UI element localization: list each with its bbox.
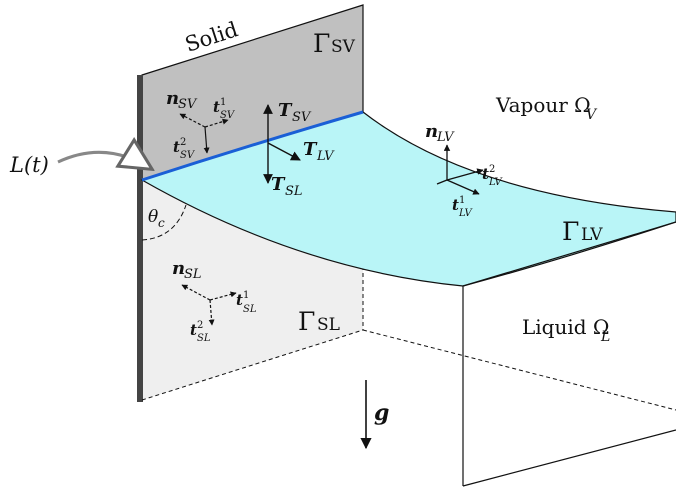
vapour-text: Vapour Ω bbox=[495, 93, 591, 117]
t1-sv-arrow bbox=[204, 118, 229, 128]
gamma-lv-symbol: Γ bbox=[562, 217, 579, 246]
n-lv-subscript: LV bbox=[436, 130, 455, 145]
t1-lv-subscript: LV bbox=[458, 208, 473, 219]
t-lv-symbol: T bbox=[303, 139, 318, 160]
vapour-subscript: V bbox=[586, 107, 598, 123]
t1-lv-superscript: 1 bbox=[459, 195, 465, 206]
theta-symbol: θ bbox=[148, 207, 158, 227]
t2-sv-arrow bbox=[203, 126, 210, 154]
n-sv-symbol: n bbox=[166, 88, 179, 109]
contact-line-label: L(t) bbox=[9, 153, 49, 177]
liquid-label: Liquid Ω L bbox=[522, 315, 610, 345]
liquid-subscript: L bbox=[600, 329, 610, 345]
t2-lv-symbol: t bbox=[482, 165, 489, 183]
t1-sl-symbol: t bbox=[236, 291, 243, 309]
n-sl-subscript: SL bbox=[184, 267, 202, 282]
theta-subscript: c bbox=[158, 216, 165, 230]
t-lv-subscript: LV bbox=[316, 149, 335, 164]
gamma-sv-subscript: SV bbox=[331, 37, 356, 57]
gamma-sv-label: Γ SV bbox=[313, 29, 356, 58]
gamma-sl-label: Γ SL bbox=[298, 307, 340, 336]
t2-sv-symbol: t bbox=[173, 138, 180, 156]
t1-sv-symbol: t bbox=[213, 98, 220, 116]
gravity-vector: g bbox=[360, 380, 389, 450]
sv-frame: n SV t 1 SV t 2 SV bbox=[166, 88, 236, 161]
solid-wall-edge bbox=[137, 75, 143, 402]
n-sl-symbol: n bbox=[172, 258, 185, 279]
contact-line-forces: T SV T LV T SL bbox=[263, 100, 335, 199]
lv-frame: n LV t 2 LV t 1 LV bbox=[425, 121, 503, 219]
contact-angle-label: θ c bbox=[148, 207, 165, 230]
gamma-sv-symbol: Γ bbox=[313, 29, 330, 58]
gravity-symbol: g bbox=[374, 400, 389, 426]
t2-sl-symbol: t bbox=[190, 321, 197, 339]
t2-sv-superscript: 2 bbox=[180, 137, 186, 148]
t1-sv-subscript: SV bbox=[220, 110, 236, 121]
t2-sl-subscript: SL bbox=[197, 333, 211, 344]
t2-lv-superscript: 2 bbox=[489, 164, 495, 175]
curved-arrow-icon bbox=[57, 152, 150, 168]
gamma-sl-subscript: SL bbox=[317, 315, 340, 335]
gamma-lv-subscript: LV bbox=[581, 225, 603, 245]
hidden-edge-left bbox=[141, 329, 364, 401]
box-front-top bbox=[462, 221, 676, 287]
t2-sl-arrow bbox=[208, 299, 215, 326]
t-sv-subscript: SV bbox=[292, 110, 312, 125]
vapour-label: Vapour Ω V bbox=[495, 93, 598, 123]
t-sv-symbol: T bbox=[278, 100, 293, 121]
t1-sl-subscript: SL bbox=[243, 304, 257, 315]
t1-lv-symbol: t bbox=[452, 196, 459, 214]
t2-lv-subscript: LV bbox=[488, 177, 503, 188]
n-sv-subscript: SV bbox=[178, 97, 198, 112]
liquid-text: Liquid Ω bbox=[522, 315, 610, 339]
t-sl-subscript: SL bbox=[285, 184, 303, 199]
n-sl-arrow bbox=[181, 284, 211, 301]
hidden-edge-right bbox=[362, 329, 676, 411]
t2-lv-arrow bbox=[446, 168, 484, 181]
n-lv-symbol: n bbox=[425, 121, 438, 142]
t1-lv-arrow bbox=[446, 179, 480, 195]
t1-sv-superscript: 1 bbox=[220, 97, 226, 108]
t2-sl-superscript: 2 bbox=[197, 320, 203, 331]
contact-line bbox=[141, 110, 364, 182]
gamma-sl-symbol: Γ bbox=[298, 307, 315, 336]
t1-sl-superscript: 1 bbox=[243, 290, 249, 301]
lv-frame-tail bbox=[436, 179, 448, 185]
box-front-bottom bbox=[462, 429, 676, 487]
gamma-lv-label: Γ LV bbox=[562, 217, 603, 246]
t2-sv-subscript: SV bbox=[180, 150, 196, 161]
sl-frame: n SL t 1 SL t 2 SL bbox=[172, 258, 257, 344]
t-sl-symbol: T bbox=[271, 174, 286, 195]
t-lv-arrow bbox=[267, 142, 301, 161]
t1-sl-arrow bbox=[209, 291, 237, 301]
